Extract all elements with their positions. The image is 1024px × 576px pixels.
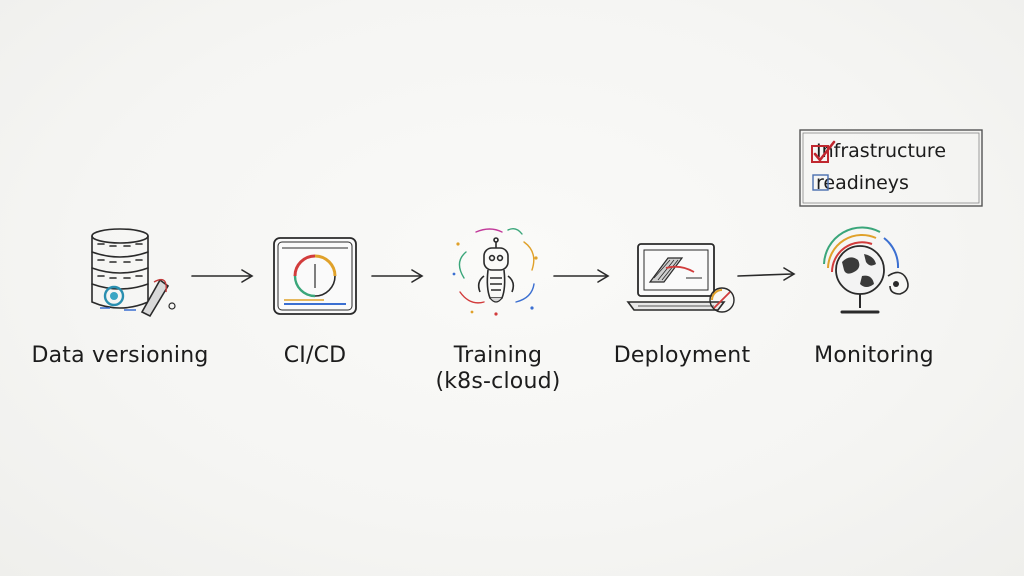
stage-label-deployment: Deployment [613, 343, 751, 368]
stage-training [446, 222, 546, 322]
database-icon [91, 228, 176, 318]
flow-arrow-4 [737, 267, 796, 281]
stage-label-ci-cd: CI/CD [283, 343, 347, 368]
stage-label-monitoring: Monitoring [814, 343, 934, 368]
stage-deployment [624, 238, 744, 324]
checklist-item-label: readineys [816, 172, 909, 194]
infrastructure-readiness-checklist: Infrastructure readineys [798, 128, 984, 208]
checklist-frame [799, 129, 983, 207]
flow-arrow-2 [371, 269, 424, 283]
stage-data-versioning [80, 222, 180, 322]
globe-icon [823, 226, 909, 314]
stage-label-training: Training (k8s-cloud) [420, 343, 576, 395]
flow-arrow-1 [191, 269, 254, 283]
flow-arrow-3 [553, 269, 610, 283]
browser-window-icon [273, 237, 357, 315]
checklist-item-1: Infrastructure [810, 140, 947, 163]
robot-icon [452, 227, 538, 316]
stage-label-data-versioning: Data versioning [31, 343, 209, 368]
checklist-item-label: Infrastructure [816, 140, 947, 162]
checklist-item-2: readineys [810, 172, 909, 194]
unchecked-box-icon[interactable] [810, 172, 836, 194]
laptop-icon [626, 243, 735, 313]
stage-title-training: Training [453, 343, 543, 368]
stage-ci-cd [270, 234, 360, 320]
stage-monitoring [810, 224, 920, 324]
stage-subtitle-training: (k8s-cloud) [435, 369, 561, 394]
checked-box-icon[interactable] [810, 140, 836, 166]
